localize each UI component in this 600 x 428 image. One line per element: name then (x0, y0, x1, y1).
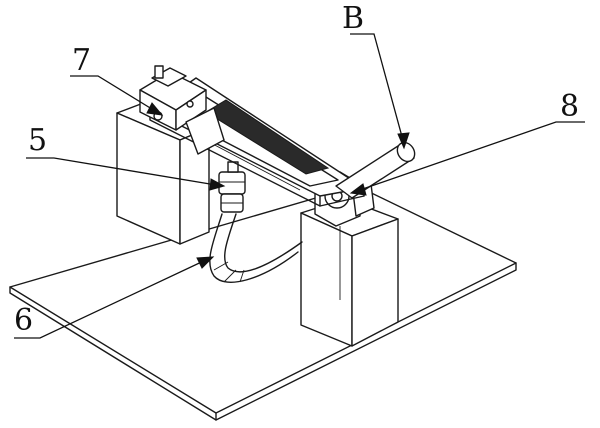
leader-b-arrowhead (397, 132, 410, 150)
leader-lines (14, 33, 585, 339)
callout-7: 7 (72, 43, 91, 78)
leader-7 (70, 75, 161, 115)
leader-6-arrowhead (196, 256, 215, 269)
callout-8: 8 (560, 89, 579, 124)
callout-6: 6 (14, 303, 33, 338)
leader-5-arrowhead (209, 178, 226, 191)
leader-8 (353, 121, 585, 193)
leader-6 (14, 257, 211, 339)
leader-8-arrowhead (349, 183, 367, 196)
leader-5 (26, 157, 223, 187)
base-plate (9, 185, 517, 421)
flexible-hose (209, 213, 303, 283)
leader-7-arrowhead (146, 102, 164, 116)
callout-b: B (342, 1, 364, 36)
coupling (218, 161, 246, 213)
shaft (335, 141, 416, 199)
callout-5: 5 (28, 123, 47, 158)
leader-b (350, 33, 405, 145)
